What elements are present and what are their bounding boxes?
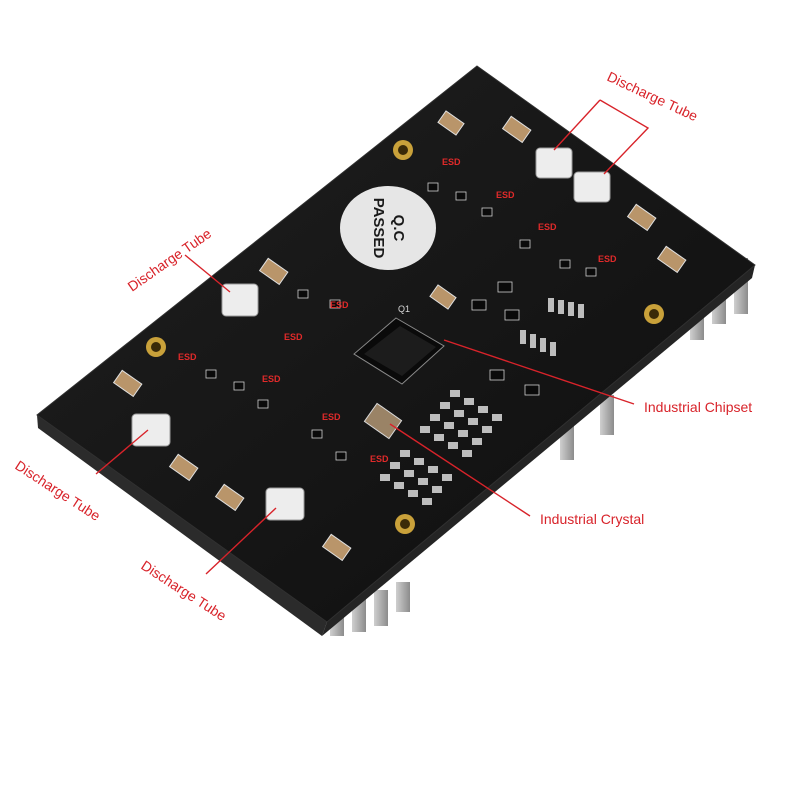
qc-line1: Q.C — [390, 215, 407, 242]
industrial-chipset: Q1 — [353, 304, 445, 385]
discharge-tubes — [131, 147, 611, 521]
label-discharge-tube-bottom: Discharge Tube — [138, 557, 229, 624]
esd-marking-2: ESD — [496, 190, 515, 200]
label-discharge-tube-left: Discharge Tube — [125, 225, 215, 294]
esd-marking-5: ESD — [330, 300, 349, 310]
label-industrial-crystal: Industrial Crystal — [540, 511, 644, 527]
industrial-crystal — [363, 402, 403, 440]
label-discharge-tube-top-right: Discharge Tube — [605, 68, 701, 124]
pcb-edge-right — [322, 265, 755, 636]
esd-marking-4: ESD — [598, 254, 617, 264]
pad-grid-center — [420, 390, 502, 457]
esd-marking-8: ESD — [262, 374, 281, 384]
esd-marking-7: ESD — [178, 352, 197, 362]
mounting-holes — [146, 140, 664, 534]
label-discharge-tube-bottom-left: Discharge Tube — [12, 457, 103, 524]
esd-marking-6: ESD — [284, 332, 303, 342]
esd-marking-1: ESD — [442, 157, 461, 167]
label-industrial-chipset: Industrial Chipset — [644, 399, 752, 415]
qc-line2: PASSED — [370, 198, 387, 259]
esd-marking-3: ESD — [538, 222, 557, 232]
pad-grid-lower — [380, 450, 452, 505]
chip-marking: Q1 — [398, 304, 410, 314]
esd-markings: ESD ESD ESD ESD ESD ESD ESD ESD ESD ESD — [178, 157, 617, 464]
esd-marking-10: ESD — [370, 454, 389, 464]
qc-sticker: Q.C PASSED — [340, 186, 436, 270]
leader-lines — [95, 99, 650, 575]
small-parts — [205, 182, 597, 461]
pad-grid-right — [520, 298, 584, 356]
smd-components — [112, 110, 687, 562]
esd-marking-9: ESD — [322, 412, 341, 422]
pcb-edge — [37, 415, 327, 636]
